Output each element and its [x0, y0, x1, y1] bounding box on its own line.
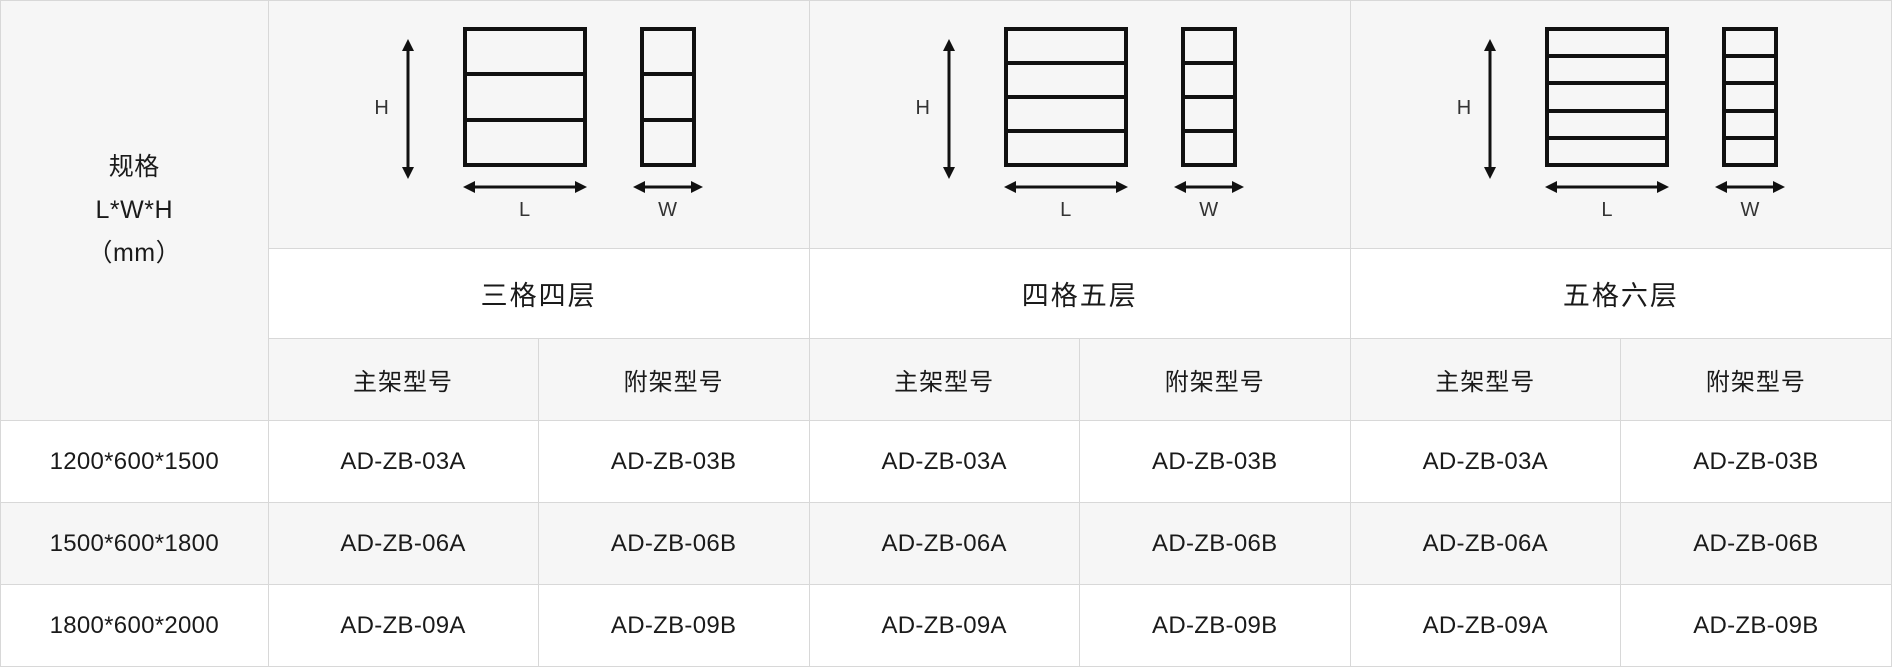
height-dimension-2: H: [915, 38, 958, 179]
row-model-value: AD-ZB-06B: [537, 502, 810, 586]
shelf-front-box-1: [462, 27, 587, 168]
length-dimension-1: [462, 179, 587, 195]
subheader-add-frame-2: 附架型号: [1078, 338, 1351, 422]
length-arrow-icon: [1545, 181, 1670, 194]
shelf-side-box-3: [1722, 27, 1779, 168]
subheader-main-frame-3: 主架型号: [1349, 338, 1621, 422]
h-label-3: H: [1456, 97, 1472, 120]
row-model-value: AD-ZB-06B: [1078, 502, 1351, 586]
table-row: 1500*600*1800 AD-ZB-06A AD-ZB-06B AD-ZB-…: [0, 502, 1892, 586]
header-diagram-row: 规格 L*W*H （mm） H: [0, 0, 1892, 422]
row-model-value: AD-ZB-06A: [808, 502, 1080, 586]
spec-column-header: 规格 L*W*H （mm）: [0, 0, 269, 422]
row-model-value: AD-ZB-03B: [1619, 420, 1892, 504]
spec-header-line-1: 规格: [108, 153, 160, 182]
h-label-1: H: [374, 97, 389, 120]
section-title-1: 三格四层: [267, 248, 810, 340]
side-view-1: W: [632, 27, 703, 222]
w-label-2: W: [1199, 199, 1219, 222]
row-model-value: AD-ZB-09A: [1349, 584, 1621, 667]
l-label-1: L: [519, 199, 531, 222]
subheader-main-frame-2: 主架型号: [808, 338, 1080, 422]
side-view-3: W: [1715, 27, 1786, 222]
diagram-cell-section-3: H: [1349, 0, 1892, 250]
w-label-3: W: [1740, 199, 1760, 222]
length-arrow-icon: [462, 181, 587, 194]
table-row: 1800*600*2000 AD-ZB-09A AD-ZB-09B AD-ZB-…: [0, 584, 1892, 667]
width-arrow-icon: [1173, 181, 1244, 194]
width-arrow-icon: [1715, 181, 1786, 194]
height-arrow-icon: [401, 38, 414, 179]
front-view-3: L: [1545, 27, 1670, 222]
shelf-front-box-2: [1003, 27, 1128, 168]
row-spec-value: 1200*600*1500: [0, 420, 269, 504]
section-title-2: 四格五层: [808, 248, 1351, 340]
diagram-cell-section-2: H: [808, 0, 1351, 250]
subheader-add-frame-1: 附架型号: [537, 338, 810, 422]
height-dimension-1: H: [374, 38, 416, 179]
row-model-value: AD-ZB-09B: [1078, 584, 1351, 667]
row-model-value: AD-ZB-03B: [1078, 420, 1351, 504]
subheader-main-frame-1: 主架型号: [267, 338, 539, 422]
row-model-value: AD-ZB-09B: [1619, 584, 1892, 667]
shelf-side-box-2: [1180, 27, 1237, 168]
width-dimension-3: [1715, 179, 1786, 195]
width-dimension-2: [1173, 179, 1244, 195]
l-label-3: L: [1601, 199, 1613, 222]
row-model-value: AD-ZB-09B: [537, 584, 810, 667]
spec-header-line-3: （mm）: [87, 239, 182, 268]
side-view-2: W: [1173, 27, 1244, 222]
row-model-value: AD-ZB-03A: [808, 420, 1080, 504]
h-label-2: H: [915, 97, 930, 120]
subheader-add-frame-3: 附架型号: [1619, 338, 1892, 422]
front-view-1: L: [462, 27, 587, 222]
row-model-value: AD-ZB-06A: [267, 502, 539, 586]
height-arrow-icon: [942, 38, 955, 179]
height-dimension-3: H: [1456, 38, 1499, 179]
row-model-value: AD-ZB-03A: [1349, 420, 1621, 504]
length-dimension-3: [1545, 179, 1670, 195]
row-model-value: AD-ZB-09A: [267, 584, 539, 667]
header-subheader-row: 主架型号 附架型号 主架型号 附架型号 主架型号 附架型号: [1, 338, 1892, 422]
l-label-2: L: [1060, 199, 1072, 222]
width-dimension-1: [632, 179, 703, 195]
shelf-front-box-3: [1545, 27, 1670, 168]
diagram-cell-section-1: H: [267, 0, 810, 250]
section-title-3: 五格六层: [1349, 248, 1892, 340]
length-arrow-icon: [1003, 181, 1128, 194]
row-model-value: AD-ZB-03B: [537, 420, 810, 504]
header-section-title-row: 三格四层 四格五层 五格六层: [1, 248, 1892, 340]
height-arrow-icon: [1484, 38, 1497, 179]
length-dimension-2: [1003, 179, 1128, 195]
table-row: 1200*600*1500 AD-ZB-03A AD-ZB-03B AD-ZB-…: [0, 420, 1892, 504]
front-view-2: L: [1003, 27, 1128, 222]
row-model-value: AD-ZB-06A: [1349, 502, 1621, 586]
shelf-side-box-1: [639, 27, 696, 168]
row-model-value: AD-ZB-06B: [1619, 502, 1892, 586]
row-model-value: AD-ZB-03A: [267, 420, 539, 504]
row-spec-value: 1800*600*2000: [0, 584, 269, 667]
w-label-1: W: [658, 199, 678, 222]
width-arrow-icon: [632, 181, 703, 194]
spec-header-line-2: L*W*H: [95, 196, 174, 225]
row-spec-value: 1500*600*1800: [0, 502, 269, 586]
row-model-value: AD-ZB-09A: [808, 584, 1080, 667]
